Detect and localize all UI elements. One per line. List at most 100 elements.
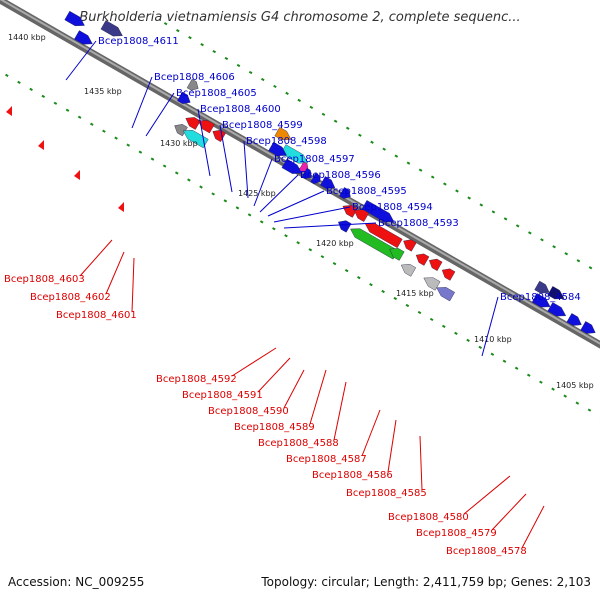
forward-gene-arrow xyxy=(320,176,336,189)
tick-dot-lower xyxy=(199,185,203,189)
reverse-label-leader xyxy=(521,505,545,549)
tick-dot-lower xyxy=(442,324,446,329)
forward-gene-label: Bcep1808_4600 xyxy=(200,104,281,115)
reverse-label-leader xyxy=(231,347,277,377)
reverse-label-leader xyxy=(333,381,347,441)
forward-label-leader xyxy=(273,206,351,223)
reverse-gene-label: Bcep1808_4602 xyxy=(30,292,111,303)
kbp-tick-label: 1410 kbp xyxy=(474,335,512,344)
reverse-gene-label: Bcep1808_4579 xyxy=(416,528,497,539)
tick-dot-upper xyxy=(297,98,302,102)
tick-dot-lower xyxy=(551,387,555,391)
reverse-gene-arrow xyxy=(389,248,405,261)
tick-dot-upper xyxy=(528,231,532,235)
tick-dot-lower xyxy=(490,352,495,356)
reverse-label-leader xyxy=(283,369,305,409)
reverse-gene-label: Bcep1808_4580 xyxy=(388,512,469,523)
map-title: Burkholderia vietnamiensis G4 chromosome… xyxy=(79,10,521,25)
reverse-gene-label: Bcep1808_4586 xyxy=(312,470,393,481)
tick-dot-lower xyxy=(393,296,398,301)
reverse-gene-label: Bcep1808_4587 xyxy=(286,454,367,465)
chromosome-backbone xyxy=(0,0,600,349)
forward-gene-label: Bcep1808_4606 xyxy=(154,72,235,83)
reverse-gene-arrow xyxy=(350,228,399,260)
tick-dot-lower xyxy=(53,101,58,105)
tick-dot-lower xyxy=(344,269,349,273)
forward-gene-arrow xyxy=(100,20,123,37)
tick-dot-upper xyxy=(467,196,471,200)
forward-gene-arrow xyxy=(531,293,551,308)
reverse-gene-arrow xyxy=(338,220,352,233)
tick-dot-upper xyxy=(394,154,399,158)
kbp-tick-label: 1430 kbp xyxy=(160,139,198,148)
tick-dot-lower xyxy=(296,241,300,245)
tick-dot-lower xyxy=(272,227,276,231)
tick-dot-lower xyxy=(102,129,106,133)
reverse-gene-arrow xyxy=(441,268,456,281)
tick-dot-upper xyxy=(370,140,374,144)
tick-dot-lower xyxy=(138,150,143,154)
tick-dot-lower xyxy=(405,303,410,308)
forward-gene-arrow xyxy=(547,302,567,317)
forward-label-leader xyxy=(197,108,211,177)
tick-dot-lower xyxy=(429,317,434,322)
tick-dot-lower xyxy=(247,213,252,217)
reverse-gene-label: Bcep1808_4601 xyxy=(56,310,137,321)
reverse-gene-arrow xyxy=(174,124,188,137)
reverse-gene-label: Bcep1808_4592 xyxy=(156,374,237,385)
reverse-label-leader xyxy=(131,257,135,313)
tick-dot-lower xyxy=(357,275,361,280)
reverse-label-leader xyxy=(491,493,527,531)
forward-gene-label: Bcep1808_4598 xyxy=(246,136,327,147)
tick-dot-upper xyxy=(236,63,241,68)
tick-dot-upper xyxy=(552,245,556,249)
reverse-gene-arrow xyxy=(353,209,370,222)
reverse-gene-arrow xyxy=(428,258,443,271)
tick-dot-lower xyxy=(162,164,167,168)
reverse-label-leader xyxy=(309,369,327,425)
reverse-gene-label: Bcep1808_4590 xyxy=(208,406,289,417)
tick-dot-upper xyxy=(188,36,192,40)
kbp-tick-label: 1405 kbp xyxy=(556,381,594,390)
reverse-gene-marker xyxy=(6,106,12,116)
tick-dot-lower xyxy=(526,373,531,377)
tick-dot-upper xyxy=(358,133,362,137)
tick-dot-upper xyxy=(163,22,168,26)
forward-gene-label: Bcep1808_4597 xyxy=(274,154,355,165)
reverse-gene-marker xyxy=(118,202,124,212)
tick-dot-lower xyxy=(5,73,9,78)
tick-dot-upper xyxy=(491,210,496,214)
tick-dot-lower xyxy=(539,380,543,384)
reverse-gene-arrow xyxy=(400,263,417,277)
kbp-tick-label: 1420 kbp xyxy=(316,239,354,248)
kbp-tick-label: 1425 kbp xyxy=(238,189,276,198)
forward-gene-arrow xyxy=(310,172,321,185)
tick-dot-upper xyxy=(200,42,204,47)
reverse-gene-arrow xyxy=(182,130,209,149)
tick-dot-lower xyxy=(187,178,191,182)
tick-dot-lower xyxy=(381,289,385,294)
forward-gene-label: Bcep1808_4605 xyxy=(176,88,257,99)
reverse-gene-arrow xyxy=(364,222,403,249)
tick-dot-lower xyxy=(466,338,470,342)
forward-gene-label: Bcep1808_4596 xyxy=(300,170,381,181)
tick-dot-upper xyxy=(576,259,581,263)
tick-dot-upper xyxy=(285,91,289,96)
reverse-gene-marker xyxy=(74,170,80,180)
tick-dot-lower xyxy=(514,366,519,370)
reverse-gene-arrow xyxy=(185,117,201,130)
tick-dot-lower xyxy=(284,234,288,238)
forward-gene-arrow xyxy=(177,91,191,104)
forward-label-leader xyxy=(481,296,499,357)
tick-dot-lower xyxy=(575,401,580,405)
reverse-gene-arrow xyxy=(403,239,417,252)
tick-dot-lower xyxy=(223,199,228,203)
reverse-gene-label: Bcep1808_4588 xyxy=(258,438,339,449)
reverse-gene-arrow xyxy=(423,277,441,291)
tick-dot-lower xyxy=(332,262,337,266)
tick-dot-upper xyxy=(406,161,411,165)
tick-dot-lower xyxy=(41,94,46,98)
tick-dot-upper xyxy=(321,112,326,116)
forward-gene-label: Bcep1808_4595 xyxy=(326,186,407,197)
